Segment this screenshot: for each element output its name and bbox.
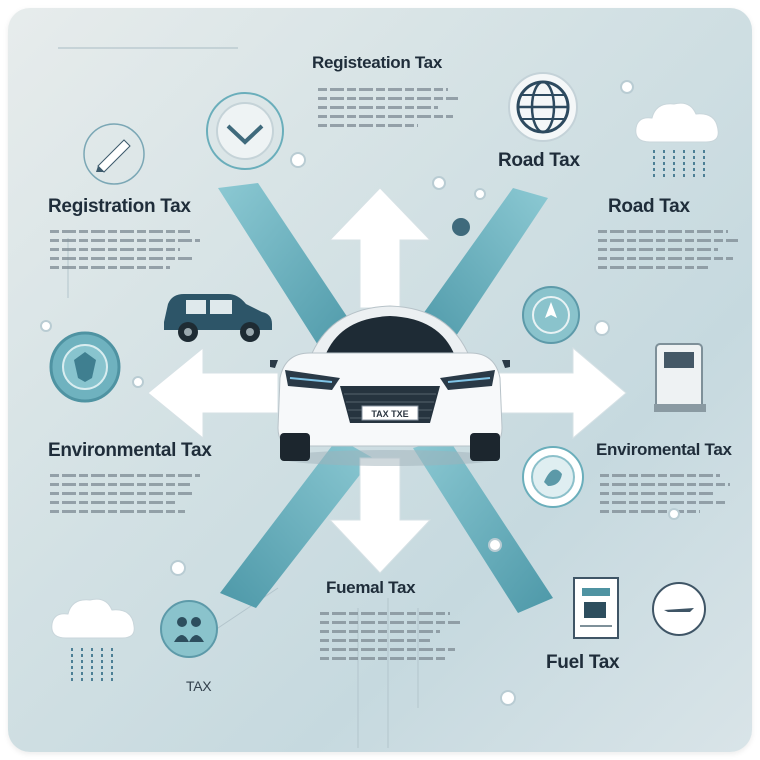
label-tax-bottom: TAX [186, 678, 212, 694]
shield-badge-icon [49, 331, 121, 403]
band-bottom-right [413, 438, 553, 613]
arrow-up [328, 187, 432, 309]
fuel-document-icon [573, 577, 619, 639]
infographic-card: TAX TXE Registeation Tax Road Tax [8, 8, 752, 752]
arrow-down [328, 457, 432, 574]
arrow-left [147, 346, 279, 440]
band-top-right [413, 188, 548, 348]
decor-dot [668, 508, 680, 520]
band-bottom-left [220, 438, 373, 608]
text-block-fuemal [320, 612, 460, 666]
fuel-pump-icon [654, 343, 706, 412]
eco-badge-icon [522, 446, 584, 508]
label-top-center: Registeation Tax [312, 53, 442, 72]
decor-dot [452, 218, 470, 236]
white-arrows [147, 187, 627, 574]
decor-dot [290, 152, 306, 168]
decor-dot [488, 538, 502, 552]
rain-cloud-icon-bottom [51, 598, 135, 684]
rain-cloud-icon [635, 102, 719, 178]
car-plate-text: TAX TXE [371, 409, 408, 419]
text-block-enviromental [600, 474, 730, 519]
text-block-registration [50, 230, 200, 275]
decor-dot [594, 320, 610, 336]
compass-icon [522, 286, 580, 344]
pen-icon [83, 123, 145, 185]
plane-icon [652, 582, 706, 636]
label-environmental-tax: Environmental Tax [48, 440, 212, 461]
decor-dot [500, 690, 516, 706]
people-badge-icon [160, 600, 218, 658]
decor-dot [40, 320, 52, 332]
teal-bands [218, 183, 553, 613]
text-block-environmental [50, 474, 200, 519]
label-fuemal-tax: Fuemal Tax [326, 578, 416, 597]
band-top-left [218, 183, 358, 353]
label-fuel-tax: Fuel Tax [546, 652, 620, 673]
decor-dot [132, 376, 144, 388]
label-road-tax-top: Road Tax [498, 150, 580, 171]
text-block-top-center [318, 88, 458, 133]
globe-icon [508, 72, 578, 142]
label-enviromental-tax: Enviromental Tax [596, 440, 732, 459]
label-registration-tax: Registration Tax [48, 196, 191, 217]
label-road-tax: Road Tax [608, 196, 690, 217]
decor-dot [170, 560, 186, 576]
decor-dot [620, 80, 634, 94]
car-front-illustration: TAX TXE [270, 305, 510, 466]
decor-dot [474, 188, 486, 200]
decor-dot [432, 176, 446, 190]
check-badge-icon [206, 92, 284, 170]
text-block-road-tax [598, 230, 738, 275]
car-icon [164, 294, 272, 342]
